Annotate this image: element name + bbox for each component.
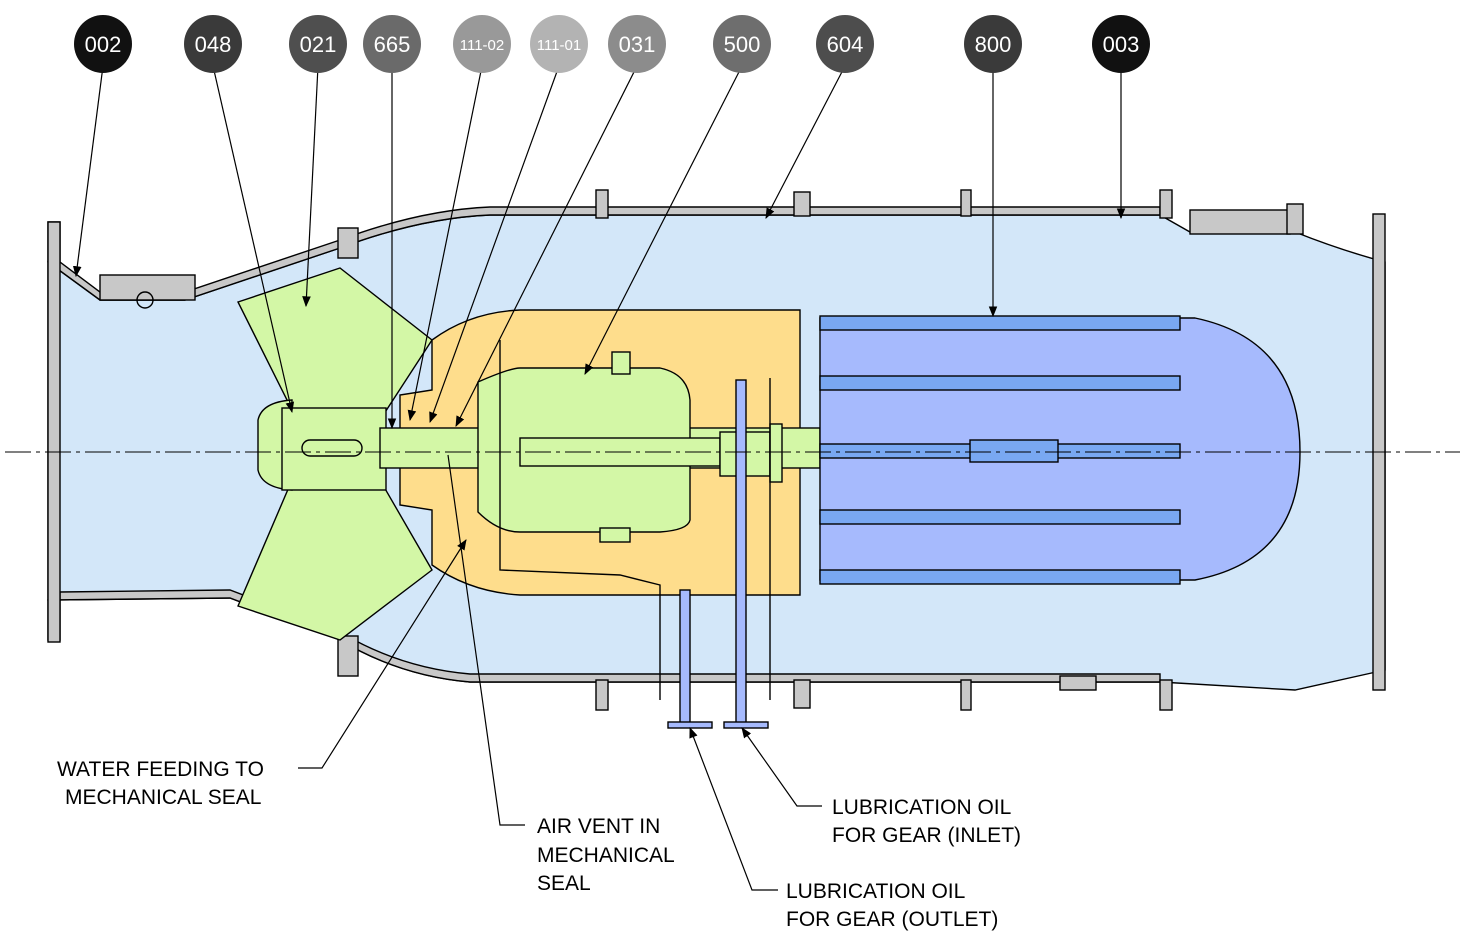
badge-021: 021 [289, 15, 347, 73]
badge-031: 031 [608, 15, 666, 73]
badge-label: 604 [827, 32, 864, 57]
badge-circle [453, 15, 511, 73]
badge-048: 048 [184, 15, 242, 73]
badge-circle [363, 15, 421, 73]
annotation-water-feeding: WATER FEEDING TO MECHANICAL SEAL [57, 758, 264, 809]
oil-pipes [499, 340, 771, 729]
badge-label: 048 [195, 32, 232, 57]
annotation-air-vent: AIR VENT IN MECHANICAL SEAL [537, 815, 675, 895]
oil-inlet-line-2: FOR GEAR (INLET) [832, 824, 1021, 847]
badge-002: 002 [74, 15, 132, 73]
badge-label: 111-02 [460, 37, 504, 54]
badge-665: 665 [363, 15, 421, 73]
badge-111-02: 111-02 [453, 15, 511, 73]
badge-circle [713, 15, 771, 73]
oil-outlet-line-1: LUBRICATION OIL [786, 880, 965, 903]
badge-circle [608, 15, 666, 73]
badge-label: 003 [1103, 32, 1140, 57]
badge-500: 500 [713, 15, 771, 73]
annotation-oil-inlet: LUBRICATION OIL FOR GEAR (INLET) [832, 796, 1021, 847]
badge-label: 021 [300, 32, 337, 57]
annotation-oil-outlet: LUBRICATION OIL FOR GEAR (OUTLET) [786, 880, 998, 931]
badge-003: 003 [1092, 15, 1150, 73]
casing [47, 189, 1386, 711]
badge-circle [816, 15, 874, 73]
leader-lines [72, 65, 1126, 891]
badge-circle [1092, 15, 1150, 73]
badge-circle [184, 15, 242, 73]
air-vent-line-3: SEAL [537, 872, 591, 895]
badge-604: 604 [816, 15, 874, 73]
impeller [237, 267, 433, 641]
badge-circle [74, 15, 132, 73]
part-number-badges: 002 048 021 665 111-02 111-01 031 500 604 800 003 [74, 15, 1150, 73]
motor [819, 315, 1301, 585]
badge-label: 800 [975, 32, 1012, 57]
water-feeding-line-1: WATER FEEDING TO [57, 758, 264, 781]
badge-circle [289, 15, 347, 73]
badge-label: 500 [724, 32, 761, 57]
gear-unit [477, 351, 783, 543]
badge-label: 031 [619, 32, 656, 57]
water-feeding-line-2: MECHANICAL SEAL [65, 786, 261, 809]
oil-outlet-line-2: FOR GEAR (OUTLET) [786, 908, 998, 931]
badge-circle [964, 15, 1022, 73]
air-vent-line-1: AIR VENT IN [537, 815, 660, 838]
badge-111-01: 111-01 [530, 15, 588, 73]
badge-800: 800 [964, 15, 1022, 73]
badge-label: 111-01 [537, 37, 581, 54]
badge-label: 002 [85, 32, 122, 57]
badge-label: 665 [374, 32, 411, 57]
oil-inlet-line-1: LUBRICATION OIL [832, 796, 1011, 819]
air-vent-line-2: MECHANICAL [537, 844, 675, 867]
badge-circle [530, 15, 588, 73]
